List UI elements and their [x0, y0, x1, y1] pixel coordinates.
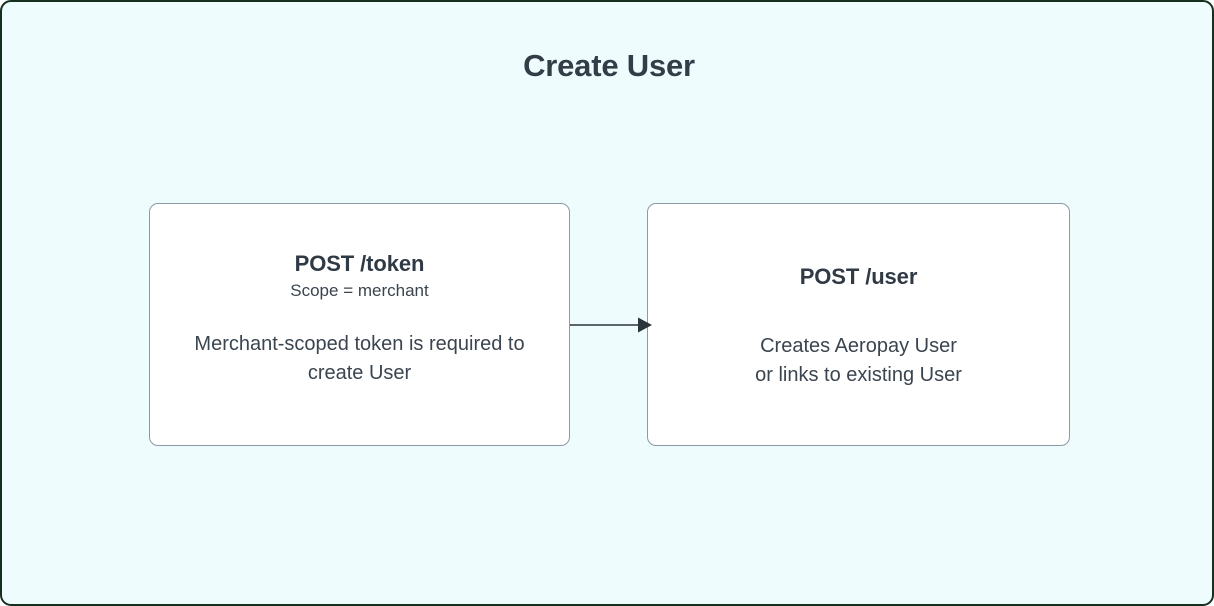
diagram-title: Create User: [523, 48, 695, 83]
node-post-token-subheading: Scope = merchant: [290, 281, 429, 300]
arrow-token-to-user-icon: [570, 317, 652, 333]
node-post-user-heading: POST /user: [799, 264, 918, 289]
node-post-token-heading: POST /token: [294, 251, 425, 276]
node-post-token[interactable]: POST /token Scope = merchant Merchant-sc…: [149, 203, 570, 446]
node-post-token-body: Merchant-scoped token is required to cre…: [194, 333, 525, 384]
